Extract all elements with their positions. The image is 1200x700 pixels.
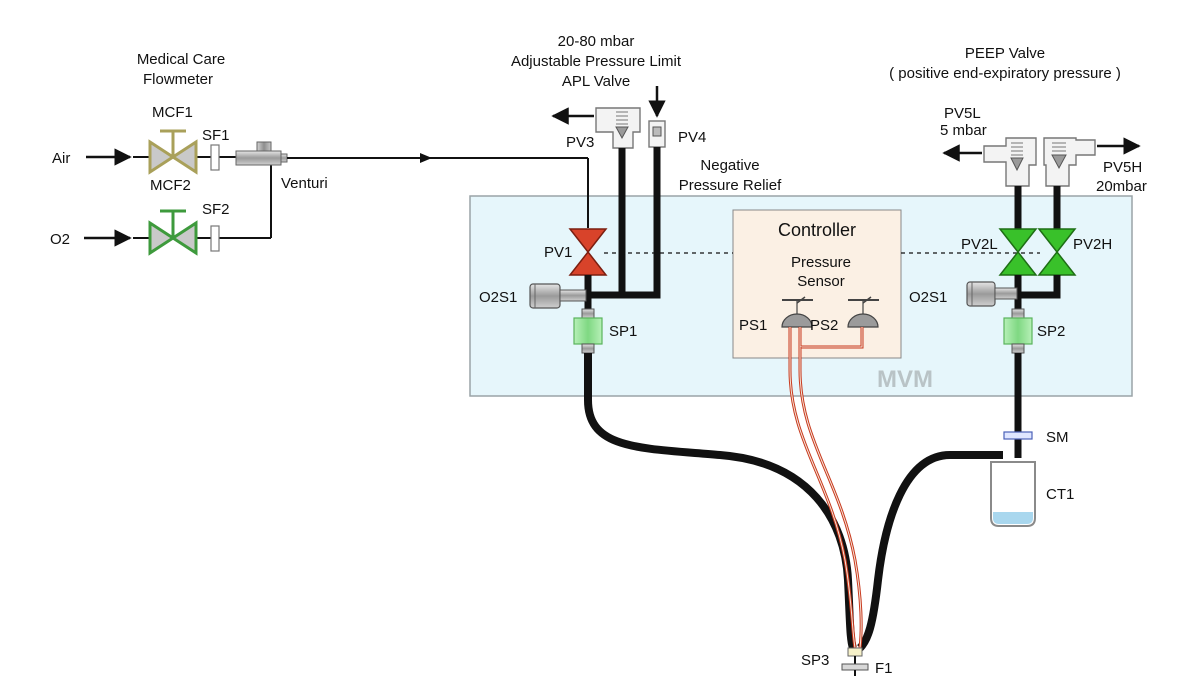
o2s1-right-label: O2S1 bbox=[909, 289, 947, 306]
pv3-label: PV3 bbox=[566, 134, 594, 151]
ps2-sense-connection-inner bbox=[799, 327, 863, 348]
pressure-sensor-label-2: Sensor bbox=[797, 273, 845, 290]
pv2l-label: PV2L bbox=[961, 236, 998, 253]
o2s1-right-sensor bbox=[966, 281, 1018, 307]
sp2-sensor bbox=[1003, 308, 1033, 354]
f1-filter bbox=[841, 663, 869, 671]
pv3-valve bbox=[595, 107, 641, 149]
air-label: Air bbox=[52, 150, 70, 167]
sf1-label: SF1 bbox=[202, 127, 230, 144]
ct1-condensate-trap bbox=[990, 461, 1036, 527]
f1-label: F1 bbox=[875, 660, 893, 677]
controller-box bbox=[732, 209, 902, 359]
controller-label: Controller bbox=[778, 220, 856, 240]
negative-relief-label-1: Negative bbox=[700, 157, 759, 174]
pv5h-label-1: PV5H bbox=[1103, 159, 1142, 176]
peep-label-2: ( positive end-expiratory pressure ) bbox=[889, 65, 1121, 82]
o2s1-left-sensor bbox=[529, 283, 587, 309]
sp2-label: SP2 bbox=[1037, 323, 1065, 340]
o2s1-left-label: O2S1 bbox=[479, 289, 517, 306]
flowmeter-title-2: Flowmeter bbox=[143, 71, 213, 88]
pv5l-valve bbox=[983, 137, 1037, 187]
ct1-label: CT1 bbox=[1046, 486, 1074, 503]
pv4-label: PV4 bbox=[678, 129, 706, 146]
mcf2-label: MCF2 bbox=[150, 177, 191, 194]
pv5l-label-1: PV5L bbox=[944, 105, 981, 122]
pressure-sensor-label-1: Pressure bbox=[791, 254, 851, 271]
sense-lines bbox=[788, 327, 863, 649]
ps1-label: PS1 bbox=[739, 317, 767, 334]
sf2-label: SF2 bbox=[202, 201, 230, 218]
sp1-sensor bbox=[573, 308, 603, 354]
apl-label-1: 20-80 mbar bbox=[558, 33, 635, 50]
ps1-sensor bbox=[781, 296, 813, 328]
sm-label: SM bbox=[1046, 429, 1069, 446]
flowmeter-title-1: Medical Care bbox=[137, 51, 225, 68]
ps2-label: PS2 bbox=[810, 317, 838, 334]
pv1-valve bbox=[568, 228, 608, 276]
negative-relief-label-2: Pressure Relief bbox=[679, 177, 782, 194]
exhaust-manifold bbox=[1014, 275, 1061, 315]
mcf2-valve bbox=[148, 209, 198, 256]
mvm-label: MVM bbox=[877, 366, 933, 393]
pv5l-label-2: 5 mbar bbox=[940, 122, 987, 139]
mcf1-valve bbox=[148, 129, 198, 175]
venturi-mixer bbox=[235, 141, 288, 166]
pv4-tube bbox=[588, 147, 661, 299]
sm-component bbox=[1003, 431, 1033, 440]
pv1-label: PV1 bbox=[544, 244, 572, 261]
pv5h-label-2: 20mbar bbox=[1096, 178, 1147, 195]
ps2-sensor bbox=[847, 296, 879, 328]
apl-label-3: APL Valve bbox=[562, 73, 630, 90]
pv2h-label: PV2H bbox=[1073, 236, 1112, 253]
sp3-label: SP3 bbox=[801, 652, 829, 669]
o2-label: O2 bbox=[50, 231, 70, 248]
flow-arrow bbox=[420, 153, 432, 163]
pv2l-valve bbox=[998, 228, 1038, 276]
sf2-filter bbox=[210, 225, 220, 252]
peep-label-1: PEEP Valve bbox=[965, 45, 1045, 62]
sp3-component bbox=[847, 647, 863, 664]
apl-label-2: Adjustable Pressure Limit bbox=[511, 53, 682, 70]
expiratory-hose bbox=[856, 451, 1003, 651]
mcf1-label: MCF1 bbox=[152, 104, 193, 121]
inspiratory-hose bbox=[584, 353, 857, 650]
pv4-valve bbox=[648, 120, 666, 148]
sf1-filter bbox=[210, 144, 220, 171]
venturi-label: Venturi bbox=[281, 175, 328, 192]
sp1-label: SP1 bbox=[609, 323, 637, 340]
pv5h-valve bbox=[1043, 137, 1096, 187]
